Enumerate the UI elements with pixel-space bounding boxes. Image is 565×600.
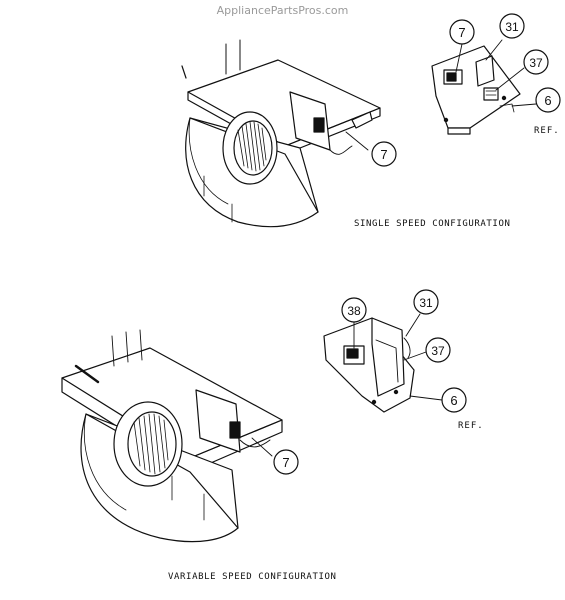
leader-line <box>511 103 537 107</box>
leader-line <box>403 351 427 361</box>
callout-6-variable-detail: 6 <box>441 387 467 413</box>
leader-line <box>345 131 369 151</box>
variable-speed-blower-assembly <box>61 329 283 543</box>
leader-line <box>455 43 463 73</box>
callout-37-variable-detail: 37 <box>425 337 451 363</box>
caption-variable-speed: VARIABLE SPEED CONFIGURATION <box>168 572 337 582</box>
single-speed-blower-assembly <box>181 39 381 228</box>
svg-text:37: 37 <box>529 56 543 70</box>
leader-line <box>251 437 273 457</box>
single-speed-control-detail <box>431 45 521 135</box>
callout-37-single-detail: 37 <box>523 49 549 75</box>
svg-text:6: 6 <box>544 93 551 108</box>
ref-label-single: REF. <box>534 126 560 136</box>
watermark: AppliancePartsPros.com <box>216 4 349 17</box>
svg-text:6: 6 <box>450 393 457 408</box>
callout-38-variable-detail: 38 <box>341 297 367 323</box>
leader-line <box>485 39 503 61</box>
svg-text:38: 38 <box>347 304 361 318</box>
callout-31-single-detail: 31 <box>499 13 525 39</box>
variable-speed-control-detail <box>323 317 415 413</box>
svg-text:31: 31 <box>505 20 519 34</box>
callout-7-single-blower: 7 <box>371 141 397 167</box>
svg-text:31: 31 <box>419 296 433 310</box>
caption-single-speed: SINGLE SPEED CONFIGURATION <box>354 219 511 229</box>
svg-text:37: 37 <box>431 344 445 358</box>
callout-7-variable-blower: 7 <box>273 449 299 475</box>
svg-text:7: 7 <box>458 25 465 40</box>
leader-line <box>409 395 443 401</box>
callout-6-single-detail: 6 <box>535 87 561 113</box>
callout-31-variable-detail: 31 <box>413 289 439 315</box>
svg-text:7: 7 <box>380 147 387 162</box>
ref-label-variable: REF. <box>458 421 484 431</box>
callout-7-single-detail: 7 <box>449 19 475 45</box>
leader-line <box>405 313 421 337</box>
leader-line <box>495 67 525 91</box>
svg-text:7: 7 <box>282 455 289 470</box>
